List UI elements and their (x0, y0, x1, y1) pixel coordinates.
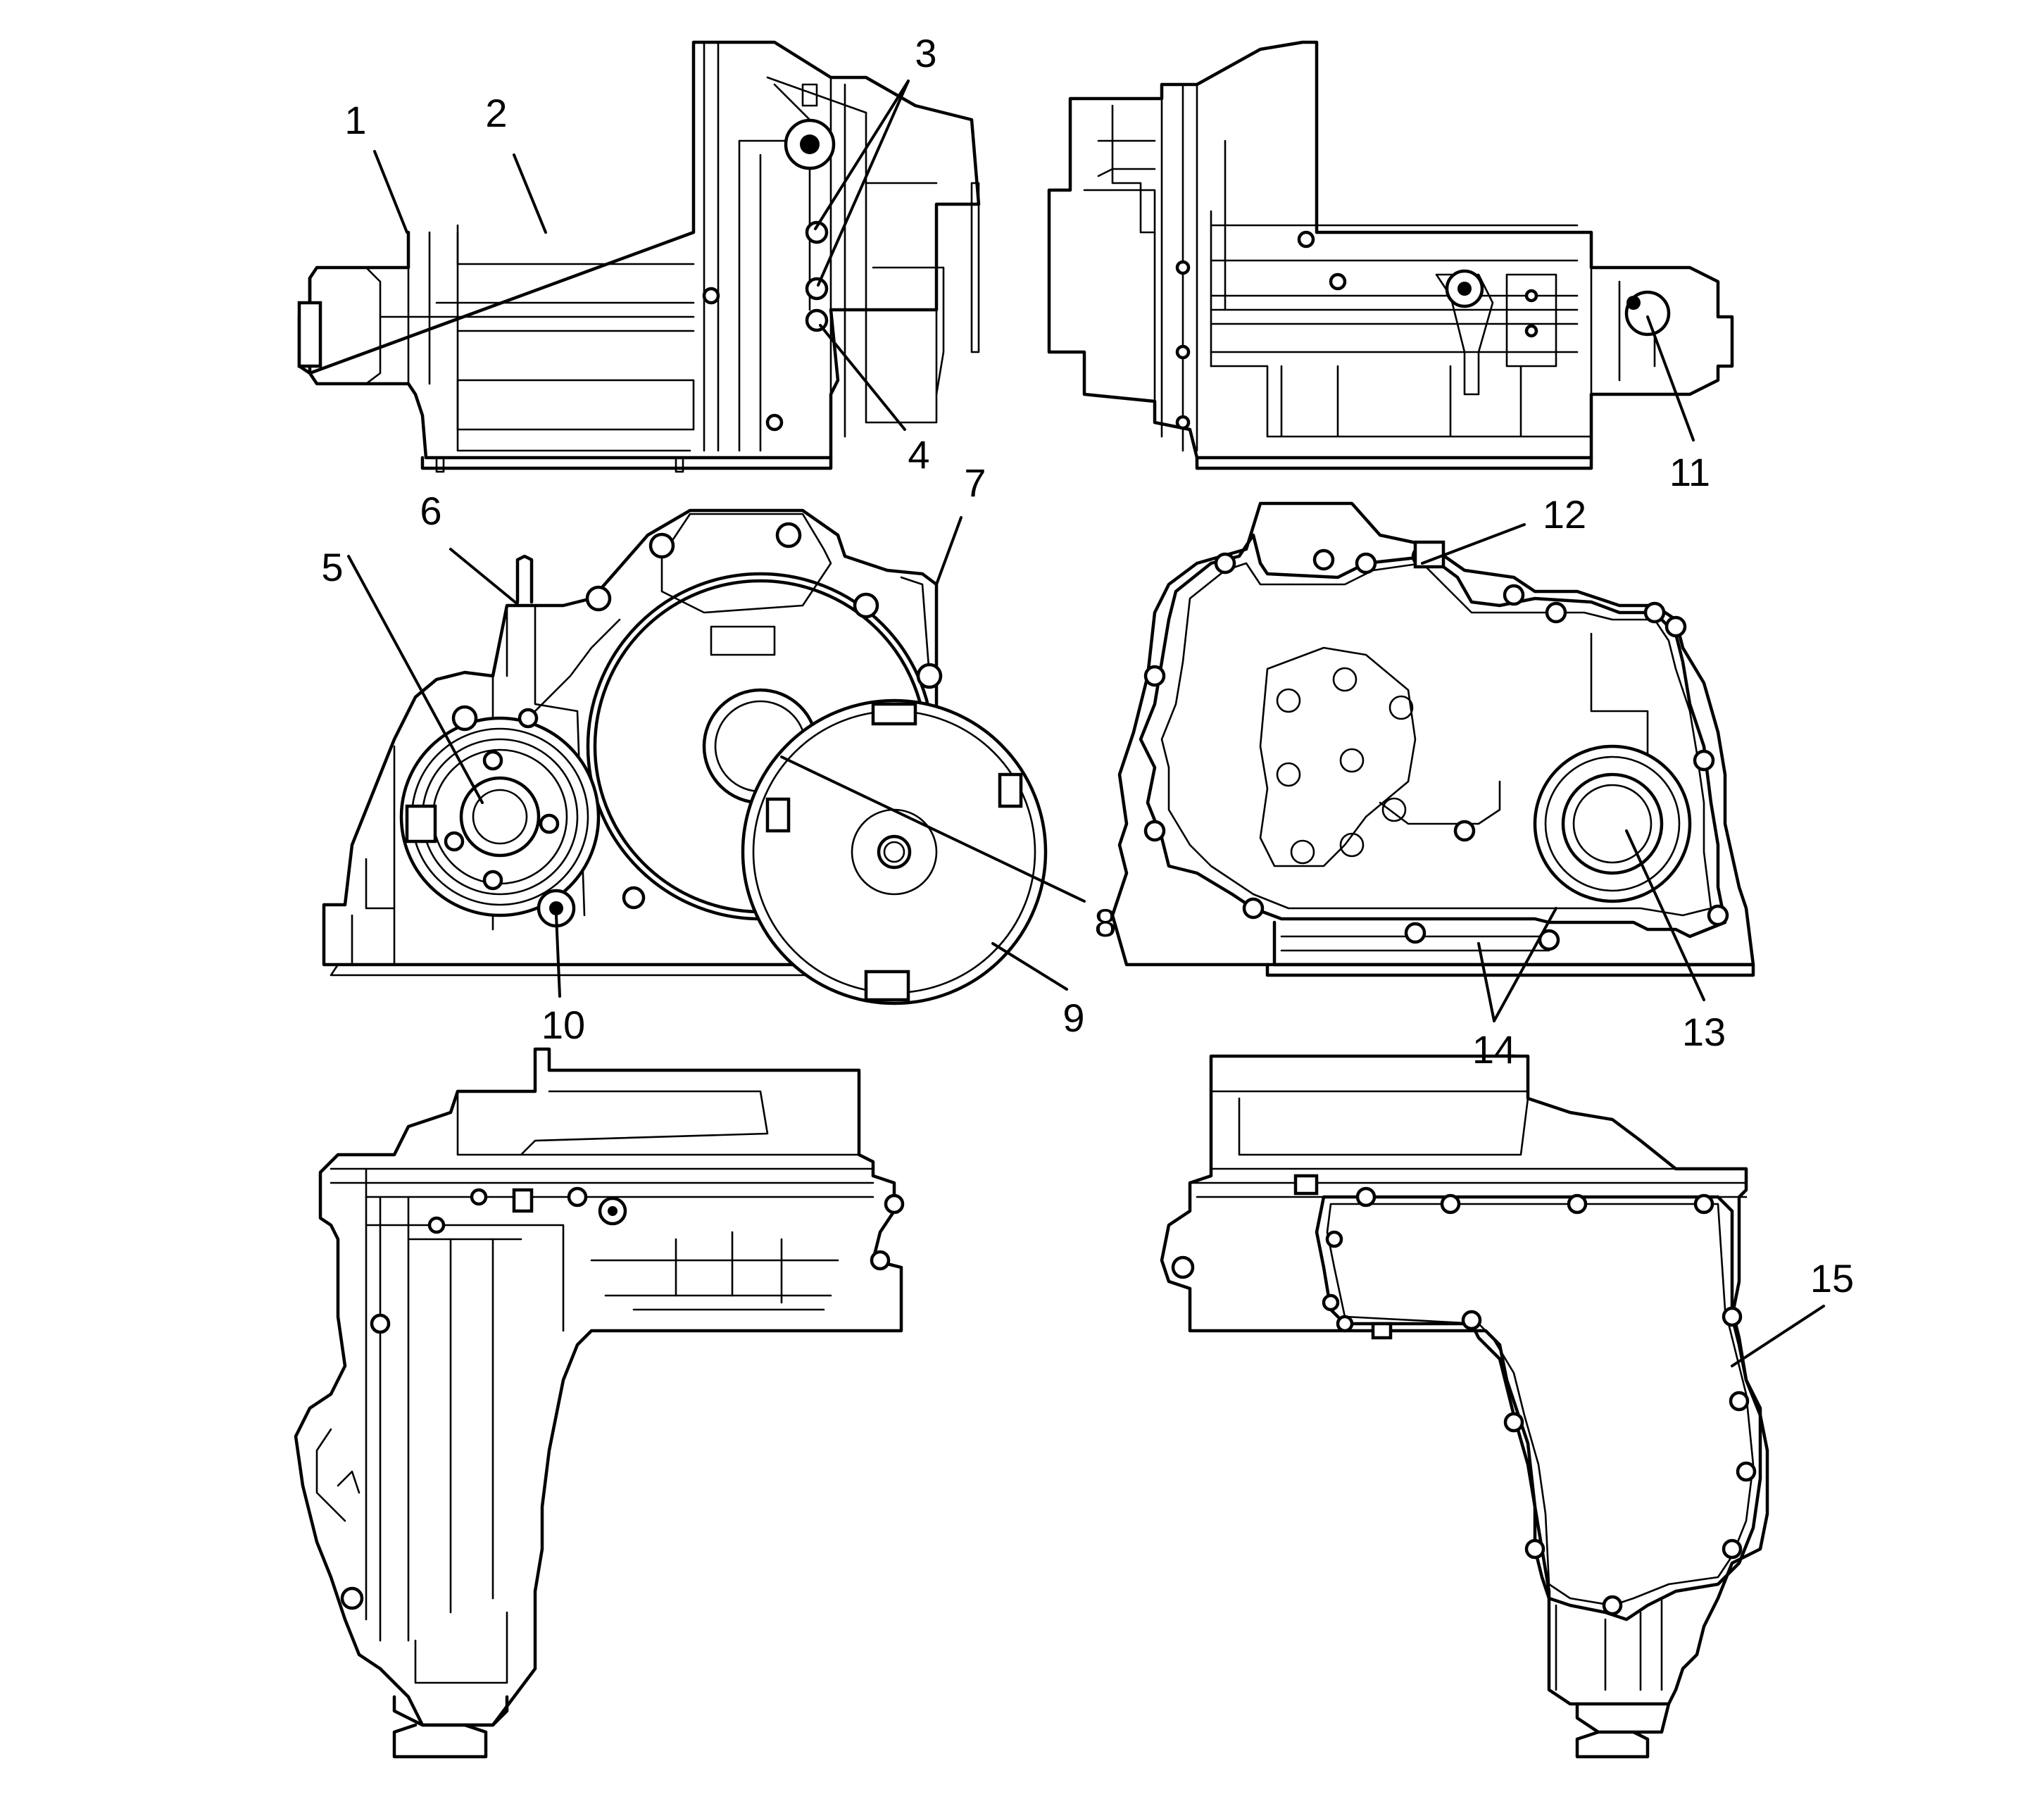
callout-5: 5 (321, 545, 343, 589)
callout-9: 9 (1062, 996, 1084, 1040)
callout-leaders (347, 80, 1825, 1367)
transaxle-top-view-right (1160, 1054, 1769, 1759)
transaxle-end-view-case-cover (1110, 501, 1755, 977)
callout-12: 12 (1543, 492, 1586, 537)
callout-13: 13 (1682, 1010, 1726, 1054)
transaxle-side-view-left (297, 40, 981, 473)
transaxle-side-view-right (1047, 40, 1734, 470)
callout-15: 15 (1810, 1256, 1854, 1300)
callout-6: 6 (420, 489, 441, 533)
transaxle-end-view-converter (322, 508, 1048, 1005)
callout-3: 3 (915, 31, 936, 75)
callout-2: 2 (485, 91, 507, 135)
callout-1: 1 (344, 98, 366, 142)
callout-8: 8 (1094, 901, 1116, 945)
transaxle-top-view-left (294, 1047, 905, 1759)
callout-labels: 1 2 3 4 5 6 7 8 9 10 11 12 13 14 15 (321, 31, 1854, 1300)
callout-11: 11 (1669, 450, 1710, 494)
callout-4: 4 (908, 432, 929, 477)
callout-14: 14 (1472, 1027, 1516, 1072)
callout-10: 10 (541, 1003, 585, 1047)
callout-7: 7 (964, 460, 986, 505)
